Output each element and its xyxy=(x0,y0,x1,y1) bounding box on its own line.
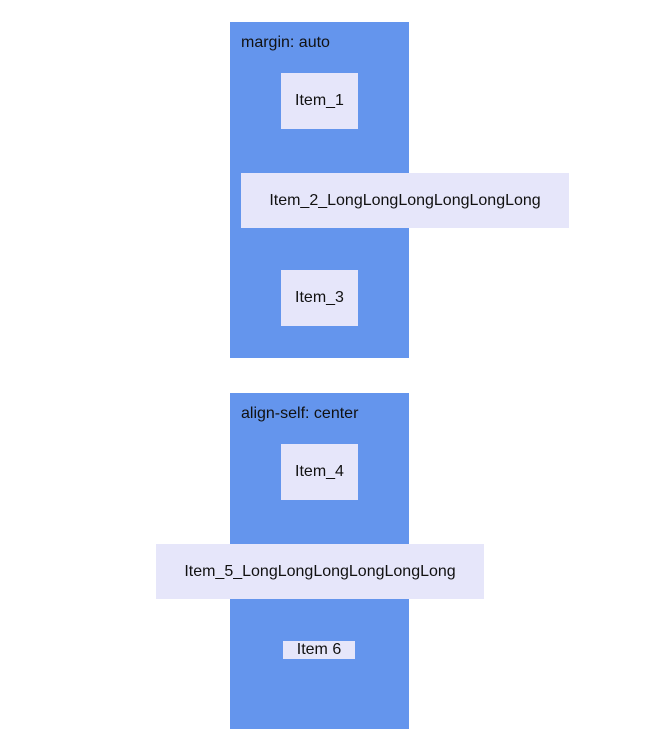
flex-item-4: Item_4 xyxy=(281,444,358,500)
flex-item-2: Item_2_LongLongLongLongLongLong xyxy=(241,173,569,228)
container-caption: align-self: center xyxy=(241,405,359,422)
flex-item-6: Item 6 xyxy=(283,641,355,659)
align-self-center-container: align-self: center Item_4 Item_5_LongLon… xyxy=(156,393,484,729)
flex-item-1: Item_1 xyxy=(281,73,358,129)
flex-item-3: Item_3 xyxy=(281,270,358,326)
margin-auto-container: margin: auto Item_1 Item_2_LongLongLongL… xyxy=(230,22,569,358)
flex-item-5: Item_5_LongLongLongLongLongLong xyxy=(156,544,484,599)
container-caption: margin: auto xyxy=(241,34,330,51)
